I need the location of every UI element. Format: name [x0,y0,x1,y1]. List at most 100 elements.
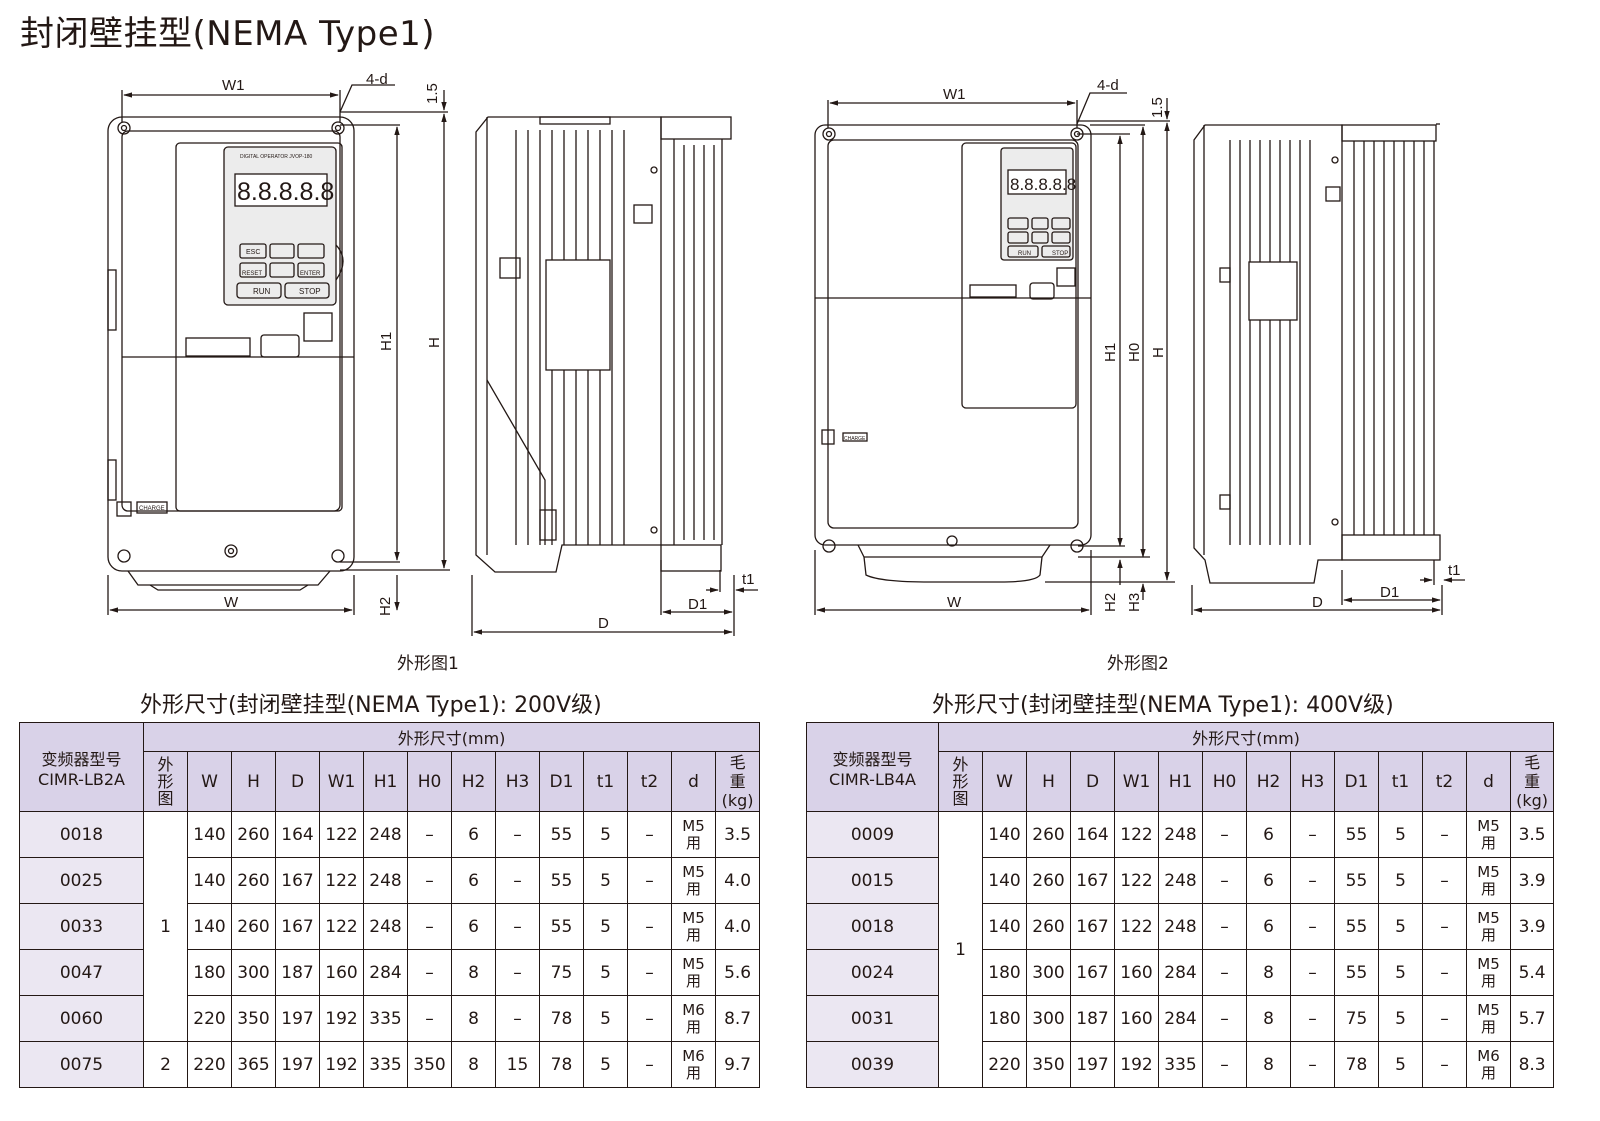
table-row: 0018 1 140 260 164 122 248 – 6 – 55 5 – … [19,811,761,1042]
model-cell: 0060 [19,995,144,1042]
spec-table-200v: 变频器型号 CIMR-LB2A 外形尺寸(mm) 外形图 W H D W1 H1… [19,722,761,1088]
value-cell: 8 [451,995,496,1042]
value-cell: 335 [363,995,408,1042]
value-cell: 248 [363,811,408,858]
fig1-dim-d: D [598,615,609,632]
value-cell: 180 [982,949,1027,996]
col-header: D [275,751,320,812]
fig1-dim-w1: W1 [222,77,245,94]
value-cell: 6 [1246,903,1291,950]
table-row: 0033 140 260 167 122 248 – 6 – 55 5 – M5… [19,903,761,950]
value-cell: – [1290,995,1335,1042]
value-cell: – [1202,857,1247,904]
col-header: H0 [407,751,452,812]
value-cell: 365 [231,1041,276,1088]
fig2-dim-h1: H1 [1102,343,1119,362]
value-cell: 220 [187,1041,232,1088]
col-header: W1 [1114,751,1159,812]
model-cell: 0018 [19,811,144,858]
value-cell: 122 [319,811,364,858]
fig1-operator-title: DIGITAL OPERATOR JVOP-180 [240,154,313,160]
weight-cell: 8.7 [714,995,761,1042]
page-title: 封闭壁挂型(NEMA Type1) [20,14,436,54]
value-cell: 284 [363,949,408,996]
table-row: 0039 220 350 197 192 335 – 8 – 78 5 – M6… [806,1041,1555,1088]
value-cell: 78 [539,995,584,1042]
value-cell: 248 [1158,811,1203,858]
value-cell: – [627,949,672,996]
table-row: 0031 180 300 187 160 284 – 8 – 75 5 – M5… [806,995,1555,1042]
value-cell: 248 [1158,903,1203,950]
value-cell: 284 [1158,949,1203,996]
model-cell: 0024 [806,949,939,996]
value-cell: 5 [583,949,628,996]
value-cell: 197 [275,1041,320,1088]
value-cell: 6 [1246,811,1291,858]
fig1-stop-key: STOP [299,287,321,296]
model-cell: 0015 [806,857,939,904]
value-cell: 167 [1070,857,1115,904]
value-cell: 192 [319,995,364,1042]
value-cell: 122 [319,903,364,950]
value-cell: – [627,903,672,950]
table-row: 0047 180 300 187 160 284 – 8 – 75 5 – M5… [19,949,761,996]
model-cell: 0033 [19,903,144,950]
col-header: H0 [1202,751,1247,812]
value-cell: – [1290,903,1335,950]
fig-cell: 2 [143,1041,188,1088]
col-header: H3 [495,751,540,812]
value-cell: 192 [319,1041,364,1088]
model-header-line2: CIMR-LB4A [829,769,916,789]
col-header: H [1026,751,1071,812]
spec-table-400v: 变频器型号 CIMR-LB4A 外形尺寸(mm) 外形图 W H D W1 H1… [806,722,1555,1088]
value-cell: – [407,903,452,950]
value-cell: – [495,949,540,996]
table-row: 0075 2 220 365 197 192 335 350 8 15 78 5… [19,1041,761,1088]
fig2-dim-d1: D1 [1380,584,1399,601]
value-cell: – [1422,949,1467,996]
fig2-dim-t1: t1 [1448,562,1461,579]
value-cell: 260 [1026,903,1071,950]
fig2-dim-h2: H2 [1102,593,1119,612]
fig2-dim-h0: H0 [1126,343,1143,362]
value-cell: – [1202,995,1247,1042]
value-cell: – [407,857,452,904]
value-cell: 55 [1334,903,1379,950]
value-cell: 160 [319,949,364,996]
fig1-dim-d1: D1 [688,596,707,613]
model-header-line1: 变频器型号 [41,749,122,769]
value-cell: – [1202,811,1247,858]
value-cell: 300 [231,949,276,996]
value-cell: 248 [1158,857,1203,904]
weight-cell: 5.7 [1509,995,1555,1042]
model-cell: 0025 [19,857,144,904]
value-cell: 122 [1114,857,1159,904]
fig1-dim-w: W [224,594,239,611]
model-cell: 0039 [806,1041,939,1088]
value-cell: – [407,995,452,1042]
value-cell: 197 [1070,1041,1115,1088]
fig-cell: 1 [938,811,983,1088]
value-cell: 260 [231,857,276,904]
fig2-dim-h: H [1150,347,1167,358]
fig1-dim-h2: H2 [377,597,394,616]
figure2-side-view [1193,123,1441,584]
table-row: 0009 1 140 260 164 122 248 – 6 – 55 5 – … [806,811,1555,1088]
value-cell: – [1202,949,1247,996]
value-cell: 55 [539,903,584,950]
fig2-dim-h3: H3 [1126,593,1143,612]
figure2-dim-labels: W1 4-d 1.5 H1 H0 H W H2 H3 D D1 t1 [943,77,1461,612]
value-cell: 260 [1026,811,1071,858]
value-cell: 187 [275,949,320,996]
weight-cell: 5.4 [1509,949,1555,996]
value-cell: 55 [1334,857,1379,904]
weight-cell: 5.6 [714,949,761,996]
value-cell: – [627,1041,672,1088]
value-cell: 55 [539,857,584,904]
